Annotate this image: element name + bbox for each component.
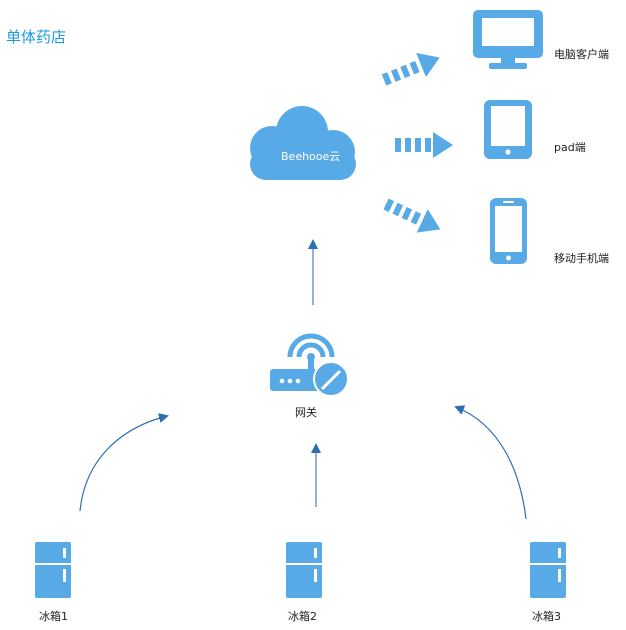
stripe-arrow-to-pad (395, 132, 453, 158)
monitor-icon (473, 10, 543, 69)
tablet-icon (484, 100, 532, 159)
mobile-client-label: 移动手机端 (554, 252, 609, 265)
fridge-icon-1 (35, 542, 71, 598)
cloud-label: Beehooe云 (281, 150, 341, 163)
router-icon (270, 333, 349, 397)
cloud-icon (250, 106, 356, 180)
fridge-icon-2 (286, 542, 322, 598)
fridge-icon-3 (530, 542, 566, 598)
arrow-fridge1-to-gateway (79, 413, 169, 512)
gateway-label: 网关 (295, 406, 317, 419)
fridge-label-3: 冰箱3 (532, 610, 561, 623)
arrow-fridge3-to-gateway (454, 405, 527, 520)
stripe-arrow-to-mobile (383, 198, 441, 233)
stripe-arrow-to-pc (381, 52, 440, 86)
pad-client-label: pad端 (554, 141, 586, 154)
pc-client-label: 电脑客户端 (554, 48, 609, 61)
fridge-label-1: 冰箱1 (39, 610, 68, 623)
page-title: 单体药店 (6, 28, 67, 46)
fridge-label-2: 冰箱2 (288, 610, 317, 623)
phone-icon (490, 198, 527, 264)
